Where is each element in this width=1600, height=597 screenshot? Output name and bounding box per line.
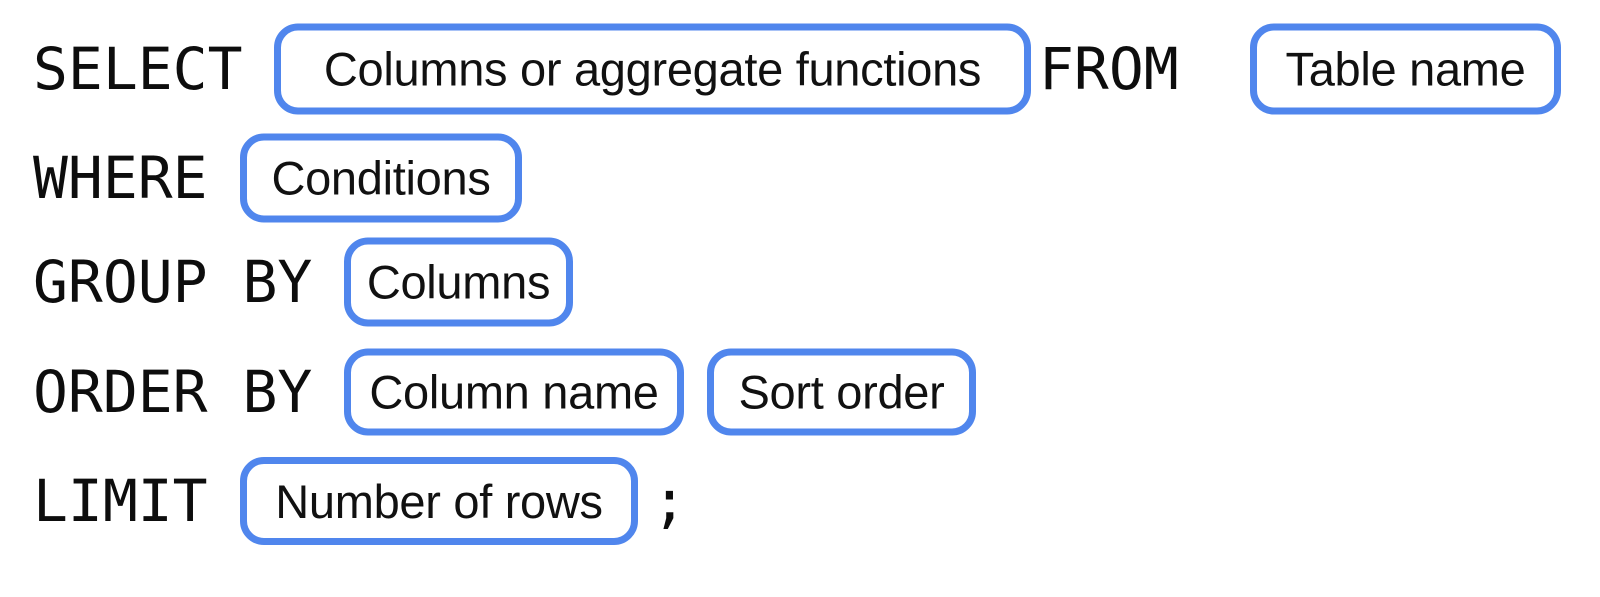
- slot-table-name[interactable]: Table name: [1250, 23, 1561, 114]
- slot-sort-order[interactable]: Sort order: [707, 348, 976, 435]
- slot-columns-or-aggregate-functions[interactable]: Columns or aggregate functions: [274, 23, 1031, 114]
- keyword-limit: LIMIT: [33, 467, 208, 535]
- query-clause-order-by: ORDER BY Column name Sort order: [0, 348, 1600, 435]
- keyword-select: SELECT: [33, 34, 243, 103]
- slot-label: Columns or aggregate functions: [323, 42, 982, 95]
- slot-label: Column name: [369, 365, 659, 418]
- query-clause-group-by: GROUP BY Columns: [0, 237, 1600, 326]
- slot-label: Table name: [1285, 42, 1526, 95]
- keyword-group-by: GROUP BY: [33, 247, 313, 316]
- query-clause-select: SELECT Columns or aggregate functions FR…: [0, 23, 1600, 114]
- slot-number-of-rows[interactable]: Number of rows: [240, 457, 638, 545]
- slot-label: Conditions: [271, 151, 491, 204]
- slot-label: Sort order: [738, 365, 945, 418]
- query-clause-where: WHERE Conditions: [0, 133, 1600, 222]
- slot-conditions[interactable]: Conditions: [240, 133, 522, 222]
- statement-terminator: ;: [652, 467, 687, 535]
- keyword-from: FROM: [1039, 34, 1179, 103]
- slot-group-by-columns[interactable]: Columns: [344, 237, 573, 326]
- keyword-order-by: ORDER BY: [33, 357, 313, 426]
- slot-label: Columns: [366, 255, 551, 308]
- keyword-where: WHERE: [33, 143, 208, 212]
- slot-order-by-column-name[interactable]: Column name: [344, 348, 684, 435]
- query-clause-limit: LIMIT Number of rows ;: [0, 457, 1600, 545]
- slot-label: Number of rows: [275, 474, 603, 528]
